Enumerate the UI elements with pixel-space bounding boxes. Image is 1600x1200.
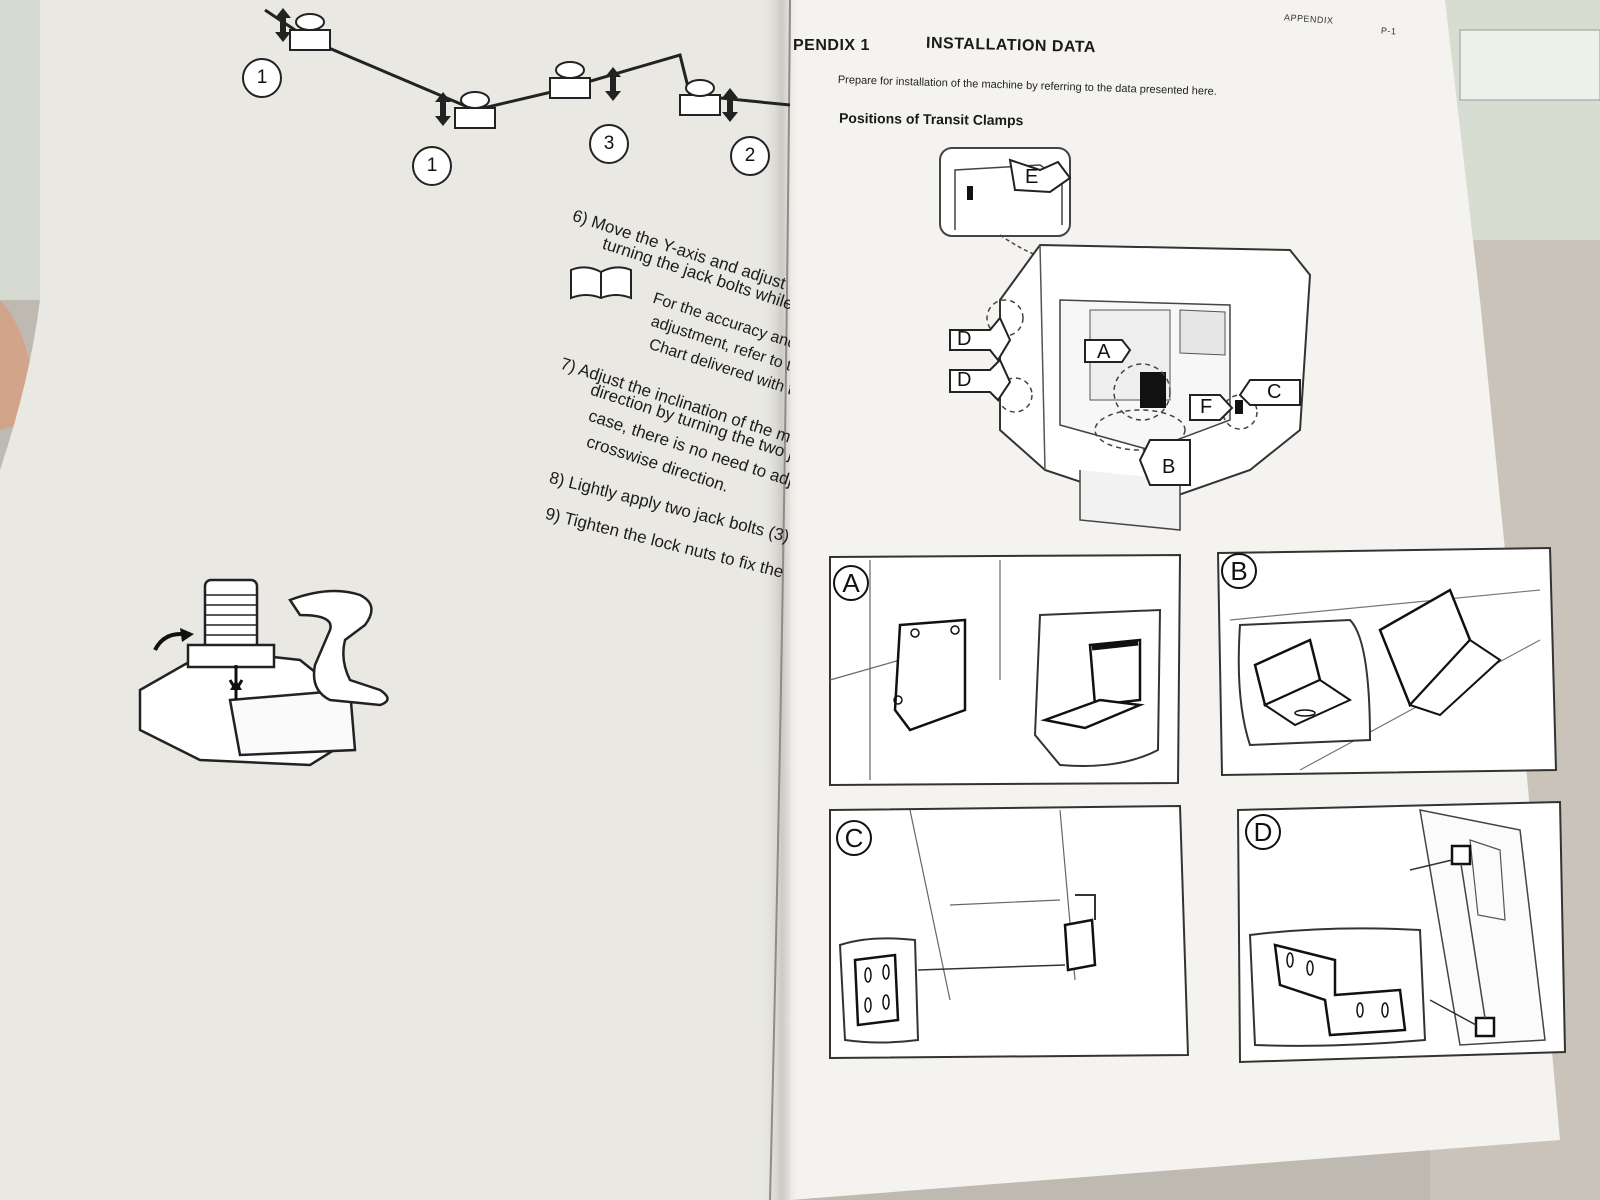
panel-b-drawing [1216, 546, 1558, 777]
panel-d-label: D [1245, 814, 1281, 850]
appendix-label: PENDIX 1 [793, 37, 870, 54]
callout-label: 2 [744, 145, 756, 166]
callout-2: 2 [730, 136, 770, 176]
callout-1-top: 1 [242, 58, 282, 98]
panel-d-drawing [1236, 800, 1567, 1064]
callout-label: 1 [426, 155, 438, 176]
callout-label: 3 [603, 133, 615, 154]
label-a: A [1097, 341, 1111, 363]
label-b: B [1162, 456, 1176, 478]
manual-book-icon [570, 266, 632, 300]
callout-3: 3 [589, 124, 629, 164]
label-d-lower: D [957, 369, 972, 391]
panel-a-drawing [829, 553, 1182, 787]
panel-a-label: A [833, 565, 869, 601]
callout-1-bottom: 1 [412, 146, 452, 186]
label-d-upper: D [957, 328, 972, 350]
panel-c-drawing [829, 804, 1190, 1060]
panel-c-label: C [836, 820, 872, 856]
panel-b-label: B [1221, 553, 1257, 589]
label-e: E [1025, 166, 1039, 188]
label-c: C [1267, 381, 1282, 403]
callout-label: 1 [256, 67, 268, 88]
label-f: F [1200, 396, 1213, 418]
